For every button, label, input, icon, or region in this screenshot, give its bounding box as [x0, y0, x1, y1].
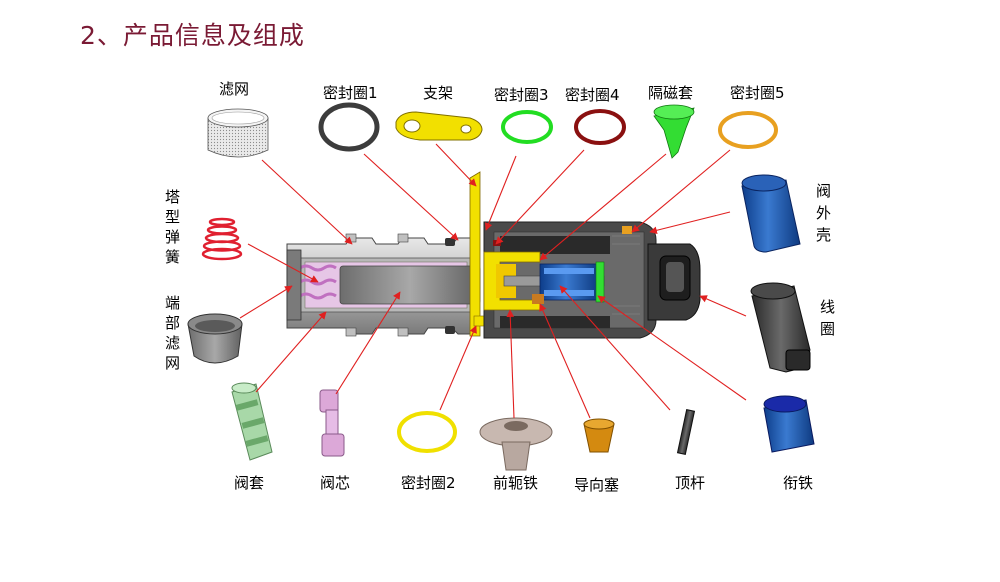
- label-end-filter-4: 网: [165, 354, 180, 372]
- bracket-part: [395, 111, 483, 141]
- armature-part: [763, 395, 815, 453]
- valve-housing-part: [741, 174, 801, 253]
- seal-ring-4-part: [574, 109, 626, 145]
- label-tower-spring-3: 弹: [165, 228, 180, 246]
- label-front-yoke: 前轭铁: [493, 474, 538, 492]
- label-push-rod: 顶杆: [675, 474, 705, 492]
- part-labels: 滤网 密封圈1 支架 密封圈3 密封圈4 隔磁套 密封圈5 阀 外 壳 线 圈 …: [165, 80, 835, 494]
- page-title: 2、产品信息及组成: [80, 21, 305, 50]
- label-seal-ring-1: 密封圈1: [323, 84, 378, 102]
- label-seal-ring-5: 密封圈5: [730, 84, 785, 102]
- end-filter-part: [187, 313, 243, 364]
- push-rod-part: [676, 409, 696, 455]
- label-end-filter-3: 滤: [165, 334, 180, 352]
- label-valve-sleeve: 阀套: [234, 474, 264, 492]
- front-yoke-part: [479, 417, 553, 471]
- filter-mesh-part: [207, 108, 269, 158]
- label-seal-ring-4: 密封圈4: [565, 86, 620, 104]
- label-coil-1: 线: [820, 298, 835, 316]
- label-seal-ring-3: 密封圈3: [494, 86, 549, 104]
- seal-ring-3-part: [501, 110, 553, 144]
- label-valve-housing-1: 阀: [816, 182, 831, 200]
- label-filter-mesh: 滤网: [219, 80, 249, 98]
- valve-cross-section: [286, 171, 701, 339]
- label-armature: 衔铁: [783, 474, 813, 492]
- leader-lines: [239, 143, 747, 419]
- label-guide-plug: 导向塞: [574, 476, 619, 494]
- label-bracket: 支架: [423, 84, 453, 102]
- guide-plug-part: [583, 418, 615, 453]
- magnetic-sleeve-part: [653, 104, 695, 159]
- coil-part: [750, 282, 811, 373]
- label-valve-housing-2: 外: [816, 204, 831, 222]
- label-valve-housing-3: 壳: [816, 226, 831, 244]
- label-end-filter-1: 端: [165, 294, 180, 312]
- label-seal-ring-2: 密封圈2: [401, 474, 456, 492]
- label-magnetic-sleeve: 隔磁套: [648, 84, 693, 102]
- label-end-filter-2: 部: [165, 314, 180, 332]
- seal-ring-1-part: [318, 102, 380, 152]
- label-tower-spring-4: 簧: [165, 248, 180, 266]
- valve-sleeve-part: [231, 382, 273, 461]
- tower-spring-part: [201, 217, 243, 261]
- label-tower-spring-1: 塔: [165, 188, 180, 206]
- label-valve-core: 阀芯: [320, 474, 350, 492]
- label-tower-spring-2: 型: [165, 208, 180, 226]
- seal-ring-5-part: [718, 111, 778, 149]
- label-coil-2: 圈: [820, 320, 835, 338]
- seal-ring-2-part: [397, 411, 457, 453]
- valve-core-part: [319, 389, 345, 457]
